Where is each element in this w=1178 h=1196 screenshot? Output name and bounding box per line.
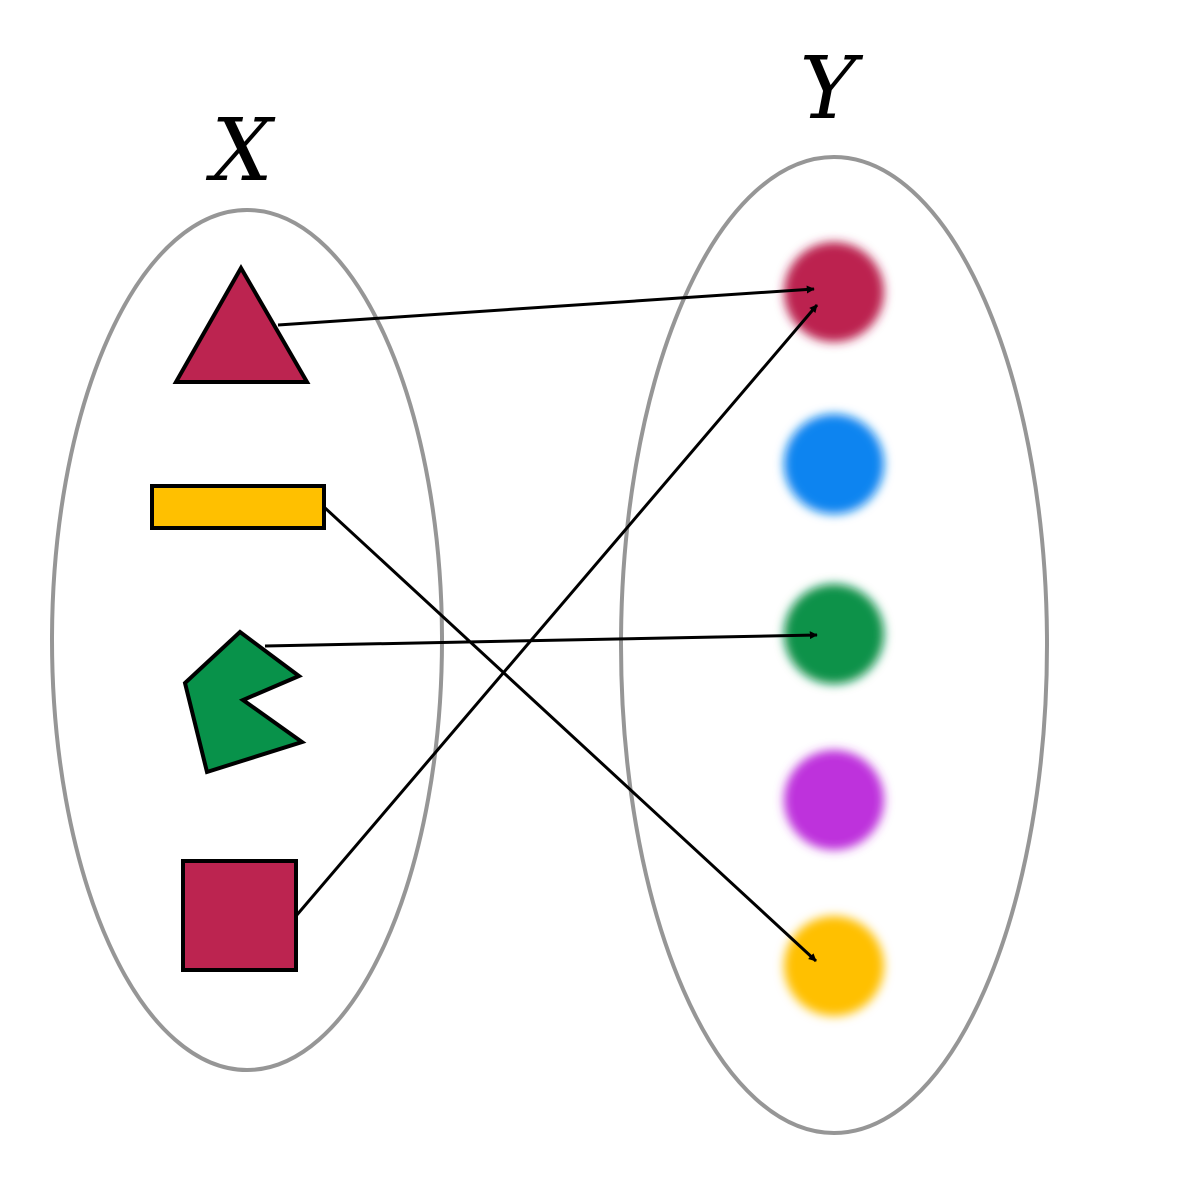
yellow-dot: [784, 916, 884, 1016]
set-x-label: X: [205, 101, 276, 201]
set-y-ellipse: [619, 155, 1049, 1135]
arrow-triangle-to-crimson-dot: [277, 285, 815, 327]
arrow-pentagon-to-green-dot: [264, 631, 818, 648]
mapping-arrows: [264, 285, 819, 963]
blue-dot: [784, 414, 884, 514]
arrow-rectangle-to-yellow-dot: [322, 505, 818, 963]
purple-dot: [784, 750, 884, 850]
arrow-square-to-crimson-dot: [294, 304, 819, 917]
set-x-ellipse: [50, 208, 444, 1072]
crimson-dot: [784, 242, 884, 342]
rectangle-element: [150, 484, 326, 530]
triangle-element: [172, 263, 311, 384]
notched-pentagon-element: [182, 629, 307, 775]
square-element: [181, 859, 298, 972]
codomain-elements: [784, 242, 884, 1016]
set-y-label: Y: [800, 39, 864, 139]
domain-elements: [150, 263, 326, 972]
green-dot: [784, 584, 884, 684]
